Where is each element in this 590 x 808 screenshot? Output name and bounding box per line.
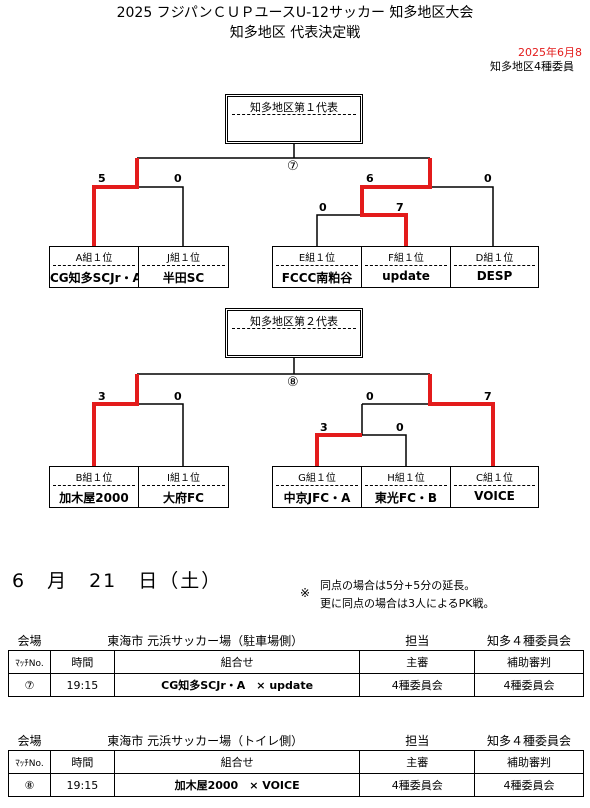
team-group-label: C組１位 [476,473,513,484]
team-slot-g1: G組１位 中京JFC・A [272,466,362,508]
charge-name: 知多４種委員会 [487,733,572,748]
document-title: 2025 フジパンＣＵＰユースU-12サッカー 知多地区大会 [116,5,474,21]
score-b1-inner-left: 0 [319,201,327,214]
table-row: ⑦ 19:15 CG知多SCJr・A × update 4種委員会 4種委員会 [8,673,584,697]
team-name: 加木屋2000 [59,491,129,505]
match-8-marker: ⑧ [287,375,299,390]
note-line-1: 同点の場合は5分+5分の延長。 [320,579,476,592]
score-b2-inner-left: 3 [320,421,328,434]
venue-name: 東海市 元浜サッカー場（駐車場側） [107,633,304,648]
score-b2-right-semi: 0 [366,390,374,403]
document-date: 2025年6月8 [518,46,582,59]
representative-2-label: 知多地区第２代表 [250,315,338,328]
team-name: 中京JFC・A [283,491,351,505]
team-name: FCCC南粕谷 [281,271,353,285]
team-slot-i1: I組１位 大府FC [138,466,229,508]
schedule-table-1: 会場 東海市 元浜サッカー場（駐車場側） 担当 知多４種委員会 ﾏｯﾁNo. 時… [8,630,584,697]
venue-name: 東海市 元浜サッカー場（トイレ側） [107,733,304,748]
schedule-table-2: 会場 東海市 元浜サッカー場（トイレ側） 担当 知多４種委員会 ﾏｯﾁNo. 時… [8,730,584,797]
score-b1-inner-right: 7 [396,201,404,214]
score-b2-left-final: 3 [98,390,106,403]
team-group-label: B組１位 [75,473,113,484]
team-slot-d1: D組１位 DESP [450,246,539,288]
score-b1-right-semi-other: 0 [484,172,492,185]
col-referee: 主審 [359,750,476,774]
team-group-label: D組１位 [475,253,514,264]
col-time: 時間 [49,650,115,674]
col-match-no: ﾏｯﾁNo. [8,650,51,674]
team-slot-f1: F組１位 update [361,246,451,288]
team-group-label: G組１位 [298,473,336,484]
schedule-date: 6 月 21 日（土） [12,570,223,592]
team-name: CG知多SCJr・A [50,271,138,285]
col-assistant: 補助審判 [474,650,584,674]
team-name: 半田SC [162,271,205,285]
team-name: 大府FC [162,491,204,505]
team-group-label: I組１位 [167,473,200,484]
charge-name: 知多４種委員会 [487,633,572,648]
assistant-referee: 4種委員会 [474,773,584,797]
score-b2-right-semi-other: 7 [484,390,492,403]
representative-1-box: 知多地区第１代表 [225,94,363,144]
team-slot-j1: J組１位 半田SC [138,246,229,288]
charge-label: 担当 [405,733,430,748]
team-name: DESP [476,269,513,283]
team-slot-b1: B組１位 加木屋2000 [49,466,139,508]
charge-label: 担当 [405,633,430,648]
team-slot-e1: E組１位 FCCC南粕谷 [272,246,362,288]
matchup: CG知多SCJr・A × update [113,673,361,697]
score-b2-right-final-left: 0 [174,390,182,403]
score-b1-right-semi: 6 [366,172,374,185]
team-group-label: F組１位 [388,253,424,264]
bracket-lines [92,144,495,466]
score-b1-left-final: 5 [98,172,106,185]
team-slot-h1: H組１位 東光FC・B [361,466,451,508]
team-name: 東光FC・B [374,491,438,505]
col-match-no: ﾏｯﾁNo. [8,750,51,774]
venue-label: 会場 [17,733,42,748]
team-group-label: J組１位 [167,253,200,264]
referee: 4種委員会 [359,673,476,697]
table-row: ⑧ 19:15 加木屋2000 × VOICE 4種委員会 4種委員会 [8,773,584,797]
representative-1-divider [232,114,356,115]
match-no: ⑦ [8,673,51,697]
venue-label: 会場 [17,633,42,648]
representative-1-label: 知多地区第１代表 [250,101,338,114]
team-slot-c1: C組１位 VOICE [450,466,539,508]
team-slot-a1: A組１位 CG知多SCJr・A [49,246,139,288]
document-committee: 知多地区4種委員 [490,60,574,73]
match-time: 19:15 [49,673,115,697]
note-mark: ※ [300,586,311,600]
team-name: update [382,269,430,283]
assistant-referee: 4種委員会 [474,673,584,697]
col-matchup: 組合せ [113,650,361,674]
score-b1-right-final-left: 0 [174,172,182,185]
col-matchup: 組合せ [113,750,361,774]
match-no: ⑧ [8,773,51,797]
team-name: VOICE [474,489,515,503]
referee: 4種委員会 [359,773,476,797]
match-7-marker: ⑦ [287,159,299,174]
matchup: 加木屋2000 × VOICE [113,773,361,797]
match-time: 19:15 [49,773,115,797]
team-group-label: A組１位 [75,253,113,264]
representative-2-box: 知多地区第２代表 [225,308,363,358]
note-line-2: 更に同点の場合は3人によるPK戦。 [320,597,495,610]
document-subtitle: 知多地区 代表決定戦 [229,25,361,41]
col-time: 時間 [49,750,115,774]
col-referee: 主審 [359,650,476,674]
col-assistant: 補助審判 [474,750,584,774]
team-group-label: H組１位 [387,473,425,484]
representative-2-divider [232,328,356,329]
team-group-label: E組１位 [298,253,336,264]
score-b2-inner-right: 0 [396,421,404,434]
